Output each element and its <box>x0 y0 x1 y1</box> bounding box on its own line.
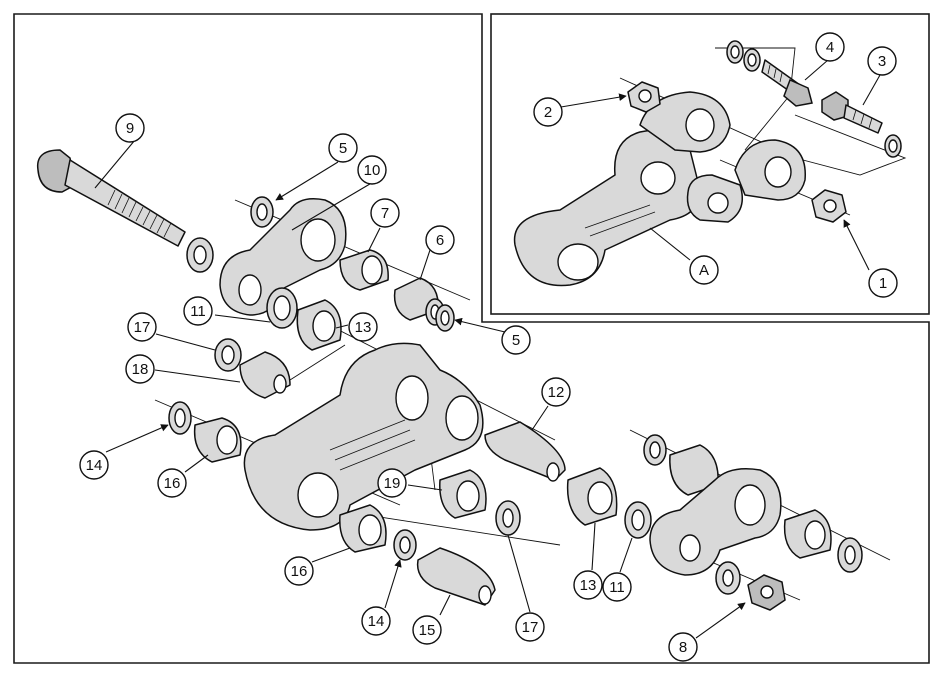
callout-circle <box>328 133 358 163</box>
callout-16-21: 16 <box>284 556 314 586</box>
callout-circle <box>867 46 897 76</box>
callout-circle <box>868 268 898 298</box>
callout-circle <box>668 632 698 662</box>
callout-circle <box>361 606 391 636</box>
callout-circle <box>501 325 531 355</box>
long-bolt-9 <box>36 149 186 247</box>
callout-label: 13 <box>580 577 597 594</box>
inset-bolt-4 <box>761 59 813 107</box>
callout-16-20: 16 <box>157 468 187 498</box>
callout-label: 14 <box>86 457 103 474</box>
callout-11-13: 11 <box>602 572 632 602</box>
callout-label: 8 <box>679 639 687 656</box>
callout-label: 4 <box>826 39 834 56</box>
callout-13-16: 13 <box>573 570 603 600</box>
callout-label: 5 <box>339 140 347 157</box>
callout-circle <box>533 97 563 127</box>
main-frame <box>13 13 930 664</box>
callout-17-23: 17 <box>515 612 545 642</box>
callout-label: 15 <box>419 622 436 639</box>
arm-a-hole-lower <box>557 243 599 281</box>
inset-assembly <box>513 40 907 287</box>
callout-9-10: 9 <box>115 113 145 143</box>
callout-label: 9 <box>126 120 134 137</box>
callout-circle <box>183 296 213 326</box>
callout-circle <box>377 468 407 498</box>
callout-12-14: 12 <box>541 377 571 407</box>
callout-label: 11 <box>609 579 625 596</box>
callout-19-25: 19 <box>377 468 407 498</box>
leader-lines <box>94 59 881 639</box>
callout-1-0: 1 <box>868 268 898 298</box>
callout-circle <box>284 556 314 586</box>
callout-label: 7 <box>381 205 389 222</box>
main-exploded-view <box>36 149 891 611</box>
callout-circle <box>515 612 545 642</box>
callout-circle <box>115 113 145 143</box>
callout-7-8: 7 <box>370 198 400 228</box>
callout-label: 11 <box>190 303 206 320</box>
callout-label: 17 <box>134 319 151 336</box>
callout-label: 10 <box>364 162 381 179</box>
callout-label: 3 <box>878 53 886 70</box>
callout-label: 16 <box>164 475 181 492</box>
callout-6-7: 6 <box>425 225 455 255</box>
callout-circle <box>425 225 455 255</box>
callouts: 1234A55678910111112131314141516161717181… <box>79 32 898 662</box>
upper-link-hole <box>685 108 715 142</box>
callout-label: 14 <box>368 613 385 630</box>
callout-label: 6 <box>436 232 444 249</box>
linkage-arm-a <box>513 129 701 287</box>
callout-15-19: 15 <box>412 615 442 645</box>
callout-circle <box>412 615 442 645</box>
callout-circle <box>573 570 603 600</box>
callout-10-11: 10 <box>357 155 387 185</box>
callout-5-5: 5 <box>328 133 358 163</box>
right-link-pair <box>649 468 782 576</box>
callout-14-17: 14 <box>79 450 109 480</box>
callout-circle <box>79 450 109 480</box>
callout-circle <box>357 155 387 185</box>
callout-18-24: 18 <box>125 354 155 384</box>
callout-circle <box>348 312 378 342</box>
callout-8-9: 8 <box>668 632 698 662</box>
inset-frame <box>490 13 930 315</box>
callout-13-15: 13 <box>348 312 378 342</box>
callout-label: 12 <box>548 384 565 401</box>
callout-3-2: 3 <box>867 46 897 76</box>
callout-label: 5 <box>512 332 520 349</box>
arm-a-hole-upper <box>640 161 676 195</box>
callout-circle <box>602 572 632 602</box>
callout-circle <box>689 255 719 285</box>
callout-label: 1 <box>879 275 887 292</box>
callout-circle <box>370 198 400 228</box>
callout-a-4: A <box>689 255 719 285</box>
callout-11-12: 11 <box>183 296 213 326</box>
callout-4-3: 4 <box>815 32 845 62</box>
callout-14-18: 14 <box>361 606 391 636</box>
callout-label: 13 <box>355 319 372 336</box>
callout-label: 16 <box>291 563 308 580</box>
callout-circle <box>815 32 845 62</box>
callout-label: 18 <box>132 361 149 378</box>
callout-17-22: 17 <box>127 312 157 342</box>
callout-label: A <box>699 262 709 279</box>
inset-bolt-3 <box>821 91 883 134</box>
callout-2-1: 2 <box>533 97 563 127</box>
callout-5-6: 5 <box>501 325 531 355</box>
callout-label: 19 <box>384 475 401 492</box>
callout-circle <box>127 312 157 342</box>
callout-label: 17 <box>522 619 539 636</box>
callout-circle <box>125 354 155 384</box>
callout-label: 2 <box>544 104 552 121</box>
callout-circle <box>157 468 187 498</box>
callout-circle <box>541 377 571 407</box>
